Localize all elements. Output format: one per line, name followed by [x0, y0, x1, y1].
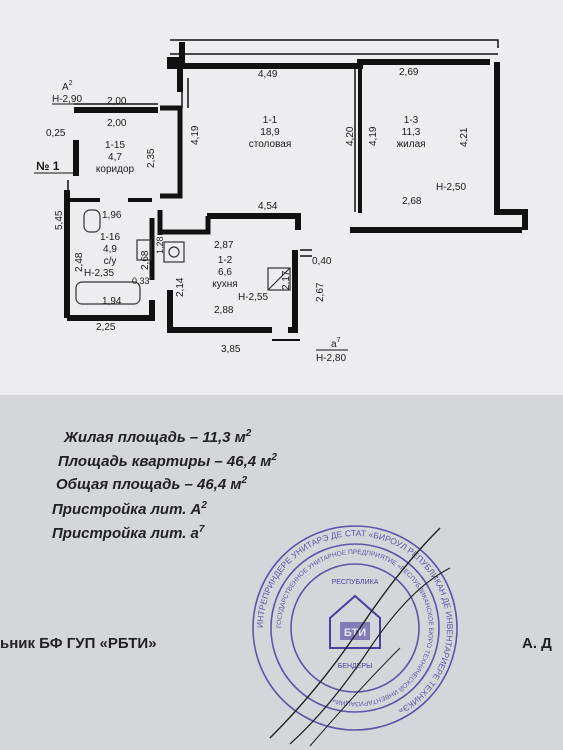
dim-kitchen-outer-right: 2,67 [315, 282, 326, 302]
room-1-1-name: столовая [249, 139, 292, 150]
wall-bottom-main [207, 213, 301, 230]
room-1-15-name: коридор [96, 164, 135, 175]
dim-bath-top: 1,96 [102, 210, 122, 221]
wall-kitchen-top-left [160, 216, 211, 235]
toilet-icon [83, 209, 101, 233]
room-1-3-id: 1-3 [404, 115, 419, 126]
annex1-line: Пристройка лит. А2 [52, 500, 207, 518]
dim-left-outer: 5,45 [54, 210, 65, 230]
total-area-text: Общая площадь – 46,4 м [56, 476, 242, 493]
dim-kitchen-left: 2,14 [175, 277, 186, 297]
dim-bottom-main-1: 4,54 [258, 201, 278, 212]
room-1-2-id: 1-2 [218, 255, 233, 266]
annex1-text: Пристройка лит. А [52, 501, 202, 518]
floor-plan: 2,00 2,00 0,25 4,49 2,69 4,54 2,68 4,19 … [34, 39, 528, 364]
dim-kitchen-bottom: 2,88 [214, 305, 234, 316]
apartment-area-text: Площадь квартиры – 46,4 м [58, 453, 272, 470]
dim-right-1-3: 4,21 [459, 127, 470, 147]
room-1-3-name: жилая [396, 139, 425, 150]
stamp-emblem-text: БТИ [344, 627, 366, 639]
annex2-line: Пристройка лит. а7 [52, 524, 204, 542]
dim-top-left: 2,00 [107, 96, 127, 107]
dim-top-main-2: 2,69 [399, 67, 419, 78]
room-1-1-id: 1-1 [263, 115, 278, 126]
living-area-line: Жилая площадь – 11,3 м2 [64, 428, 251, 446]
kitchen-sink-icon [163, 241, 185, 263]
wall-kitchen-right [288, 250, 298, 333]
stamp-center-bottom: БЕНДЕРЫ [338, 663, 373, 670]
living-area-sup: 2 [245, 428, 252, 439]
room-1-16-id: 1-16 [100, 232, 120, 243]
annex2-sup: 7 [198, 524, 205, 535]
wall-right [494, 62, 528, 230]
dim-bottom-main-2: 2,68 [402, 196, 422, 207]
dim-left-1-3: 4,19 [368, 126, 379, 146]
stamp-center-top: РЕСПУБЛИКА [332, 579, 379, 586]
apartment-number: № 1 [36, 159, 60, 173]
stove-icon [267, 267, 291, 291]
dim-bath-bottom: 1,94 [102, 296, 122, 307]
dim-kitchen-right: 2,17 [281, 270, 292, 290]
wall-top [167, 42, 490, 69]
dim-top-main-1: 4,49 [258, 69, 278, 80]
total-area-sup: 2 [241, 475, 248, 486]
mark-h-bath: Н-2,35 [84, 268, 114, 279]
room-1-3-area: 11,3 [402, 127, 421, 138]
annex2-text: Пристройка лит. а [52, 525, 199, 542]
dim-bath-right: 2,68 [140, 250, 151, 270]
room-1-1-area: 18,9 [260, 127, 280, 138]
apartment-area-line: Площадь квартиры – 46,4 м2 [58, 452, 277, 470]
mark-a7-height: Н-2,80 [316, 353, 346, 364]
dim-kitchen-top: 2,87 [214, 240, 234, 251]
mark-a2-letter: А2 [62, 80, 73, 93]
signatory-title: ьник БФ ГУП «РБТИ» [0, 635, 157, 652]
official-stamp: ИНТРЕПРИНДЕРЕ УНИТАРЭ ДЕ СТАТ «БИРОУЛ РЕ… [252, 525, 458, 747]
room-1-16-name: с/у [104, 256, 117, 267]
dim-bottom-total: 3,85 [221, 344, 241, 355]
dim-bath-left: 2,48 [74, 252, 85, 272]
living-area-text: Жилая площадь – 11,3 м [64, 429, 246, 446]
dim-corridor-right: 2,35 [146, 148, 157, 168]
room-1-2-name: кухня [212, 279, 237, 290]
room-1-15-area: 4,7 [108, 152, 122, 163]
stamp-emblem-icon [329, 594, 381, 649]
total-area-line: Общая площадь – 46,4 м2 [56, 475, 247, 493]
mark-h-1-3: Н-2,50 [436, 182, 466, 193]
dim-sink-h: 1,28 [155, 236, 165, 254]
mark-a2-height: Н-2,90 [52, 94, 82, 105]
stamp-ring-outer [252, 525, 458, 731]
wall-kitchen-bottom [167, 290, 272, 333]
wall-bath-bottom [67, 300, 155, 321]
wall-left-1-1 [160, 105, 183, 199]
dim-kitchen-outer-top: 0,40 [312, 256, 332, 267]
apartment-area-sup: 2 [271, 452, 277, 463]
dim-right-1-1: 4,20 [345, 126, 356, 146]
mark-a7-letter: а7 [331, 337, 341, 350]
dim-sink-w: 0,33 [132, 276, 150, 286]
dim-top-left-inner: 2,00 [107, 118, 127, 129]
handwritten-signature [269, 527, 441, 739]
room-1-15-id: 1-15 [105, 140, 125, 151]
bathtub-icon [75, 281, 141, 305]
dim-bottom-left: 2,25 [96, 322, 116, 333]
signatory-name: А. Д [522, 635, 552, 652]
annex1-sup: 2 [201, 500, 207, 511]
stamp-ring-inner [290, 563, 420, 693]
dim-left-1-1: 4,19 [190, 125, 201, 145]
bath-sink-icon [136, 239, 152, 261]
room-1-2-area: 6,6 [218, 267, 232, 278]
room-1-16-area: 4,9 [103, 244, 117, 255]
wall-building-top [170, 39, 499, 48]
lower-sheet: Жилая площадь – 11,3 м2 Площадь квартиры… [0, 395, 563, 750]
stamp-ring-middle [270, 543, 440, 713]
dim-small-wall: 0,25 [46, 128, 66, 139]
mark-h-kitchen: Н-2,55 [238, 292, 268, 303]
